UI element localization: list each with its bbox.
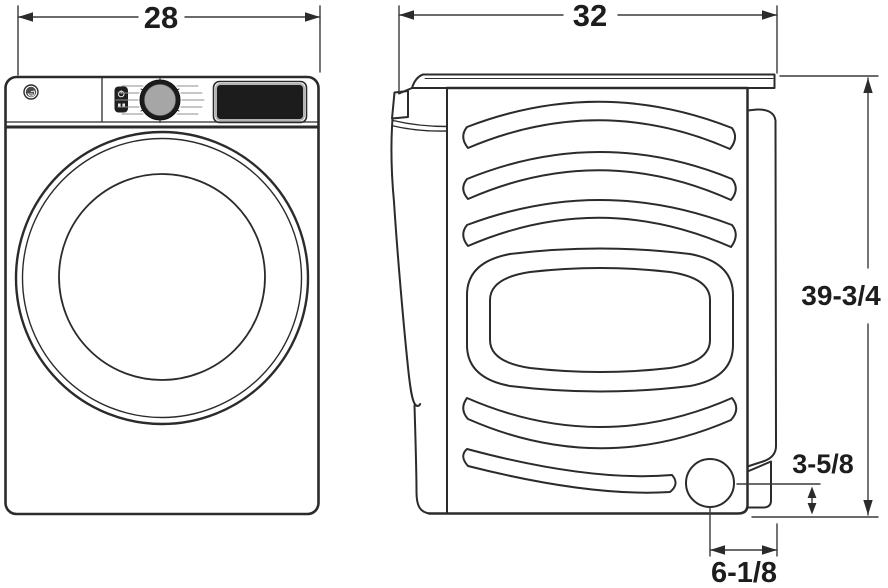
front-load-door <box>14 130 310 426</box>
display-screen <box>212 80 308 124</box>
side-door-profile <box>390 87 448 515</box>
height-dimension <box>751 75 879 518</box>
front-cabinet-outline <box>4 75 320 516</box>
exhaust-port-circle <box>685 458 735 508</box>
height-dimension-label: 39-3/4 <box>798 282 884 310</box>
exhaust-offset-dimension-label: 6-1/8 <box>707 559 781 588</box>
start-pause-icon <box>118 103 125 107</box>
cycle-selector-knob <box>115 77 205 123</box>
width-dimension <box>17 5 321 76</box>
rear-foot <box>746 460 772 509</box>
washer-side-view <box>390 73 777 515</box>
dimension-lines <box>17 5 879 557</box>
side-panel-outline <box>427 86 749 515</box>
width-dimension-label: 28 <box>140 2 182 33</box>
rear-panel <box>746 108 777 468</box>
exhaust-height-dimension <box>736 483 821 515</box>
exhaust-height-dimension-label: 3-5/8 <box>789 451 857 478</box>
knob-tick-lines <box>115 85 205 115</box>
ge-monogram-logo-icon <box>23 84 39 100</box>
knob-rim-ticks <box>140 77 180 123</box>
door-handle <box>391 90 409 120</box>
door-window <box>58 173 266 381</box>
depth-dimension <box>398 5 778 93</box>
top-lid <box>411 73 776 89</box>
washer-front-view <box>4 75 320 516</box>
exhaust-offset-dimension <box>709 507 778 557</box>
side-panel-ribs <box>462 100 738 508</box>
depth-dimension-label: 32 <box>569 0 611 31</box>
